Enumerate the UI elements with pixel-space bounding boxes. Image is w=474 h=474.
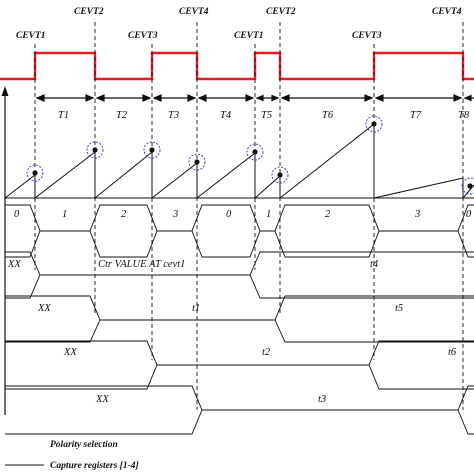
- counter-state-3: 2: [121, 209, 127, 220]
- register-bus-3: [5, 340, 474, 390]
- register-1-label-2: Ctr VALUE AT cevt1: [98, 259, 185, 270]
- register-bus-4: [5, 385, 474, 435]
- event-label-4: CEVT4: [179, 7, 209, 17]
- counter-state-1: 0: [14, 209, 20, 220]
- axis-arrowhead: [1, 86, 9, 96]
- register-3-label-1: XX: [63, 347, 77, 358]
- capture-points: [26, 115, 474, 195]
- counter-state-bus: [5, 204, 474, 258]
- period-label-5: T5: [261, 110, 272, 121]
- register-4-label-1: XX: [95, 394, 109, 405]
- counter-state-7: 2: [325, 209, 331, 220]
- event-label-2: CEVT2: [74, 7, 104, 17]
- period-label-4: T4: [220, 110, 232, 121]
- register-2-label-2: t1: [192, 303, 200, 314]
- register-1-label-3: t4: [370, 259, 379, 270]
- legend-capture-label: Capture registers [1-4]: [50, 461, 139, 471]
- register-bus-1: [5, 251, 474, 299]
- period-label-2: T2: [116, 110, 128, 121]
- counter-state-4: 3: [172, 209, 178, 220]
- event-label-3: CEVT3: [128, 31, 158, 41]
- event-label-5: CEVT1: [234, 31, 264, 41]
- period-label-8: T8: [458, 110, 470, 121]
- register-3-label-3: t6: [448, 347, 457, 358]
- register-2-label-3: t5: [395, 303, 403, 314]
- event-waveform: [0, 51, 474, 81]
- event-label-7: CEVT3: [352, 31, 382, 41]
- register-2-label-1: XX: [37, 303, 51, 314]
- event-label-6: CEVT2: [266, 7, 296, 17]
- period-label-3: T3: [168, 110, 179, 121]
- counter-state-9: 0: [466, 209, 472, 220]
- event-label-8: CEVT4: [432, 7, 462, 17]
- legend-polarity-label: Polarity selection: [50, 440, 118, 450]
- counter-state-6: 1: [266, 209, 271, 220]
- register-1-label-1: XX: [7, 259, 21, 270]
- period-label-6: T6: [322, 110, 334, 121]
- counter-state-2: 1: [62, 209, 67, 220]
- period-arrows: [35, 94, 474, 102]
- register-4-label-2: t3: [318, 394, 326, 405]
- period-label-1: T1: [58, 110, 69, 121]
- counter-state-5: 0: [226, 209, 232, 220]
- register-3-label-2: t2: [262, 347, 271, 358]
- event-label-1: CEVT1: [16, 31, 46, 41]
- counter-state-8: 3: [414, 209, 420, 220]
- period-label-7: T7: [410, 110, 422, 121]
- register-bus-2: [5, 295, 474, 343]
- counter-sawtooth: [4, 122, 474, 200]
